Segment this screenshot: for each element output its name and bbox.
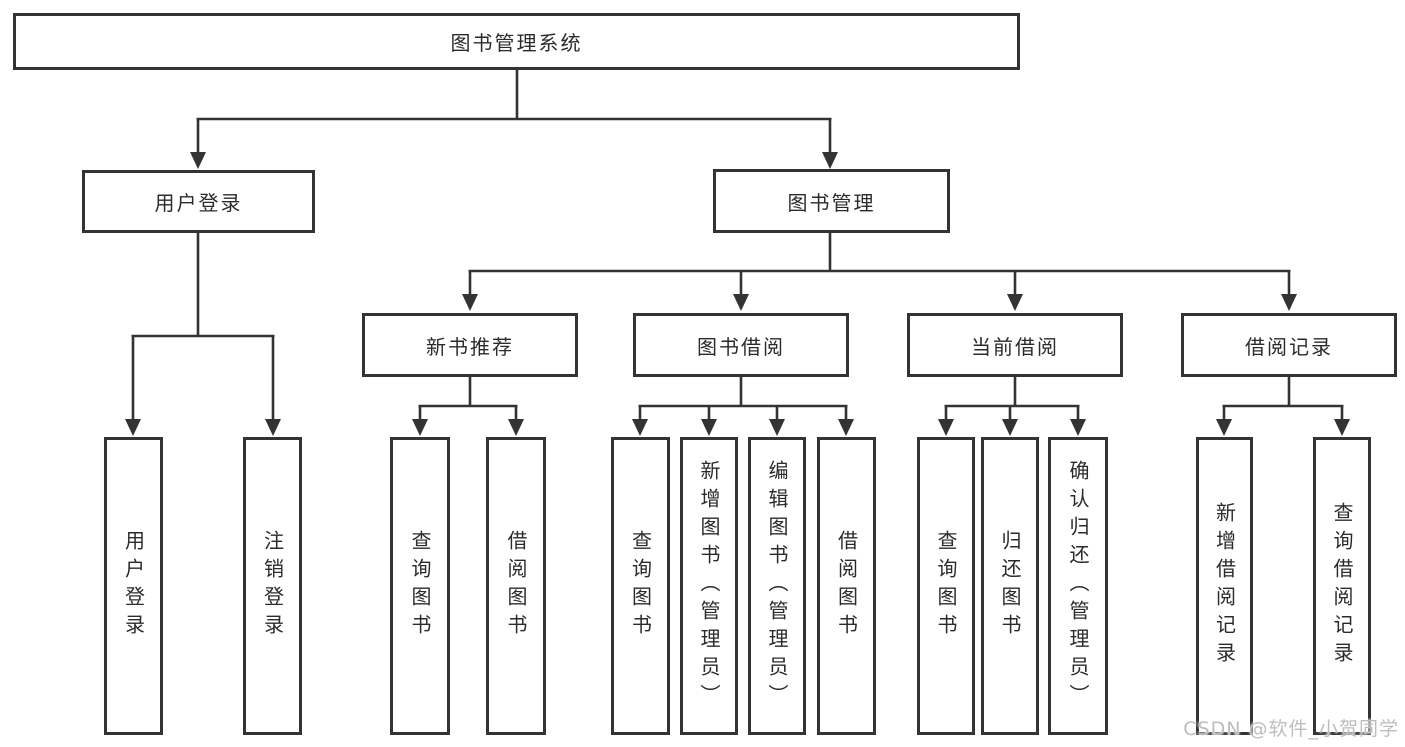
node-borrow-book-leaf: 借阅图书 <box>817 437 876 735</box>
node-label: 新增借阅记录 <box>1212 502 1237 670</box>
node-query-book-borrow: 查询图书 <box>611 437 670 735</box>
node-label: 图书管理系统 <box>450 31 583 55</box>
node-label: 借阅记录 <box>1245 334 1333 359</box>
node-label: 查询图书 <box>408 530 432 642</box>
node-user-login-leaf: 用户登录 <box>104 437 163 735</box>
node-add-book-admin: 新增图书（管理员） <box>680 437 738 735</box>
node-query-borrow-record: 查询借阅记录 <box>1313 437 1371 735</box>
node-book-management: 图书管理 <box>713 169 950 233</box>
node-label: 查询借阅记录 <box>1330 502 1354 670</box>
node-label: 图书管理 <box>787 190 876 215</box>
node-return-book: 归还图书 <box>981 437 1039 735</box>
node-label: 确认归还（管理员） <box>1066 460 1090 712</box>
node-user-login: 用户登录 <box>82 170 315 233</box>
node-confirm-return-admin: 确认归还（管理员） <box>1048 437 1108 735</box>
node-label: 用户登录 <box>154 191 243 215</box>
node-label: 图书借阅 <box>697 334 785 359</box>
node-edit-book-admin: 编辑图书（管理员） <box>748 437 806 735</box>
node-label: 查询图书 <box>628 530 653 642</box>
node-label: 归还图书 <box>998 530 1022 642</box>
node-query-book-recommend: 查询图书 <box>390 437 450 735</box>
csdn-watermark: CSDN @软件_小贺同学 <box>1183 718 1399 740</box>
node-label: 查询图书 <box>934 530 958 642</box>
node-book-borrow: 图书借阅 <box>633 313 849 377</box>
node-label: 编辑图书（管理员） <box>765 460 789 712</box>
node-label: 借阅图书 <box>834 530 859 642</box>
node-new-book-recommend: 新书推荐 <box>362 313 578 377</box>
node-label: 新书推荐 <box>426 334 514 359</box>
node-label: 用户登录 <box>121 530 146 642</box>
node-label: 当前借阅 <box>971 334 1059 359</box>
node-label: 注销登录 <box>260 530 285 642</box>
node-label: 借阅图书 <box>504 530 528 642</box>
node-borrow-book-recommend: 借阅图书 <box>486 437 546 735</box>
node-query-book-current: 查询图书 <box>917 437 975 735</box>
node-library-management-system: 图书管理系统 <box>13 13 1020 70</box>
node-borrow-records: 借阅记录 <box>1181 313 1397 377</box>
node-label: 新增图书（管理员） <box>697 460 721 712</box>
node-add-borrow-record: 新增借阅记录 <box>1196 437 1253 735</box>
node-current-borrow: 当前借阅 <box>907 313 1123 377</box>
node-logout-leaf: 注销登录 <box>243 437 302 735</box>
